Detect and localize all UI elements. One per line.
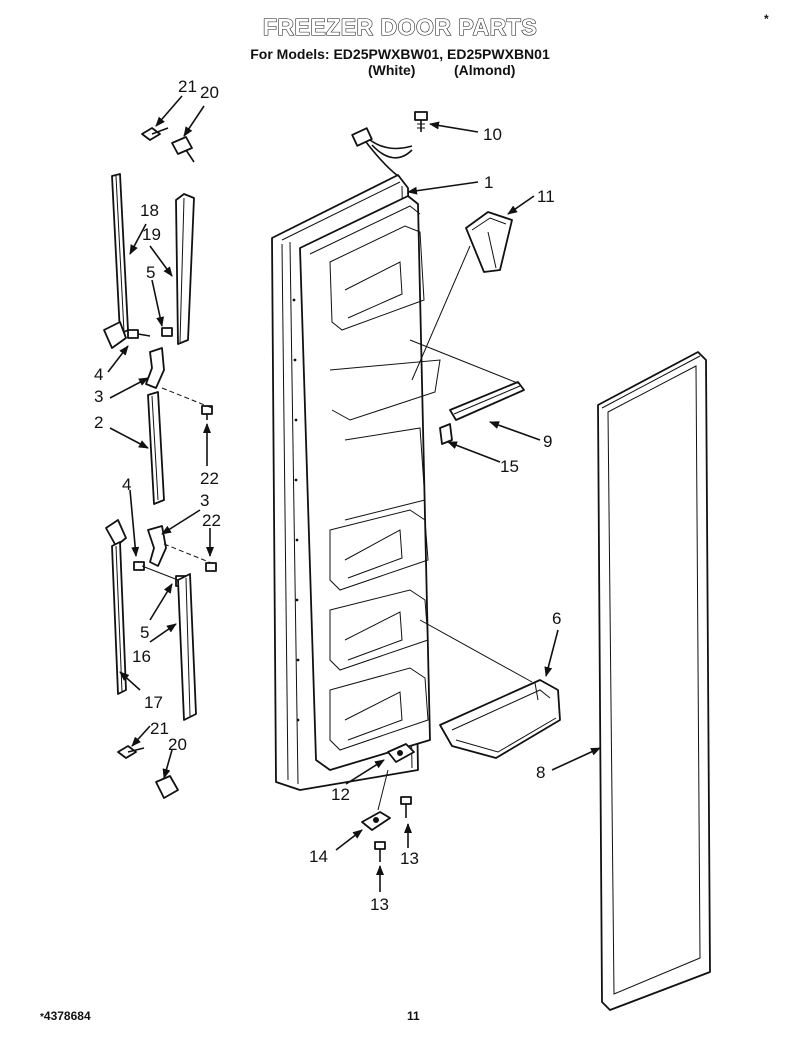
bottom-hinge-screw-part-21 — [117, 745, 145, 759]
callout-3-upper: 3 — [94, 387, 103, 406]
handle-trim-part-17 — [105, 519, 127, 695]
callout-14: 14 — [309, 847, 328, 866]
wire-harness — [351, 127, 413, 177]
callouts: 10 1 11 9 15 6 8 12 13 14 13 21 20 18 19… — [94, 77, 561, 914]
handle-mount-screw-part-5-upper — [161, 327, 173, 337]
page-title: FREEZER DOOR PARTS — [262, 13, 538, 40]
screw-part-13-upper — [400, 796, 412, 818]
callout-11: 11 — [537, 187, 555, 206]
handle-trim-part-18 — [103, 173, 129, 349]
callout-21-upper: 21 — [178, 77, 197, 96]
ice-chute-part-11 — [465, 211, 513, 273]
document-number: *4378684 — [40, 1009, 91, 1023]
top-hinge-cap-part-20 — [171, 136, 195, 163]
handle-part-16 — [177, 573, 197, 721]
callout-17: 17 — [144, 693, 163, 712]
door-gasket-part-8 — [597, 351, 711, 1011]
callout-21-lower: 21 — [150, 719, 169, 738]
callout-20-upper: 20 — [200, 83, 219, 102]
callout-13-upper: 13 — [400, 849, 419, 868]
callout-6: 6 — [552, 609, 561, 628]
screw-part-10 — [414, 111, 428, 132]
callout-10: 10 — [483, 125, 502, 144]
corner-mark: * — [764, 12, 769, 26]
clip-part-15 — [439, 423, 453, 445]
callout-5-lower: 5 — [140, 623, 149, 642]
page-number: 11 — [407, 1009, 420, 1023]
callout-12: 12 — [331, 785, 350, 804]
handle-part-19 — [175, 193, 195, 345]
models-line: For Models: ED25PWXBW01, ED25PWXBN01 — [250, 46, 550, 62]
screw-part-22-upper — [201, 405, 213, 420]
callout-20-lower: 20 — [168, 735, 187, 754]
door-handle-part-2 — [147, 391, 165, 505]
handle-end-cap-part-3-upper — [145, 347, 165, 389]
screw-part-13-lower — [374, 841, 386, 862]
callout-1: 1 — [484, 173, 493, 192]
leader-lines — [107, 95, 601, 892]
finish-white: (White) — [368, 62, 416, 78]
callout-8: 8 — [536, 763, 545, 782]
screw-part-22-lower — [205, 562, 217, 572]
callout-5-upper: 5 — [146, 263, 155, 282]
callout-18: 18 — [140, 201, 159, 220]
callout-4-upper: 4 — [94, 365, 103, 384]
handle-screw-part-4-upper — [127, 329, 151, 339]
callout-2: 2 — [94, 413, 103, 432]
handle-end-cap-part-3-lower — [147, 525, 167, 567]
door-bin-part-6 — [439, 679, 561, 759]
callout-22-upper: 22 — [200, 469, 219, 488]
callout-4-lower: 4 — [122, 475, 131, 494]
finish-almond: (Almond) — [454, 62, 516, 78]
callout-19: 19 — [142, 225, 161, 244]
top-hinge-screw-part-21 — [141, 127, 169, 141]
hinge-block-part-14 — [361, 811, 391, 831]
door-panel-part-1 — [271, 174, 441, 791]
callout-15: 15 — [500, 457, 519, 476]
bottom-hinge-cap-part-20 — [155, 775, 179, 799]
callout-22-lower: 22 — [202, 511, 221, 530]
callout-3-lower: 3 — [200, 491, 209, 510]
hinge-bushing-part-12 — [387, 743, 415, 763]
callout-9: 9 — [543, 432, 552, 451]
callout-13-lower: 13 — [370, 895, 389, 914]
callout-16: 16 — [132, 647, 151, 666]
handle-screw-part-4-lower — [133, 561, 145, 571]
trim-strip-part-9 — [449, 381, 525, 421]
